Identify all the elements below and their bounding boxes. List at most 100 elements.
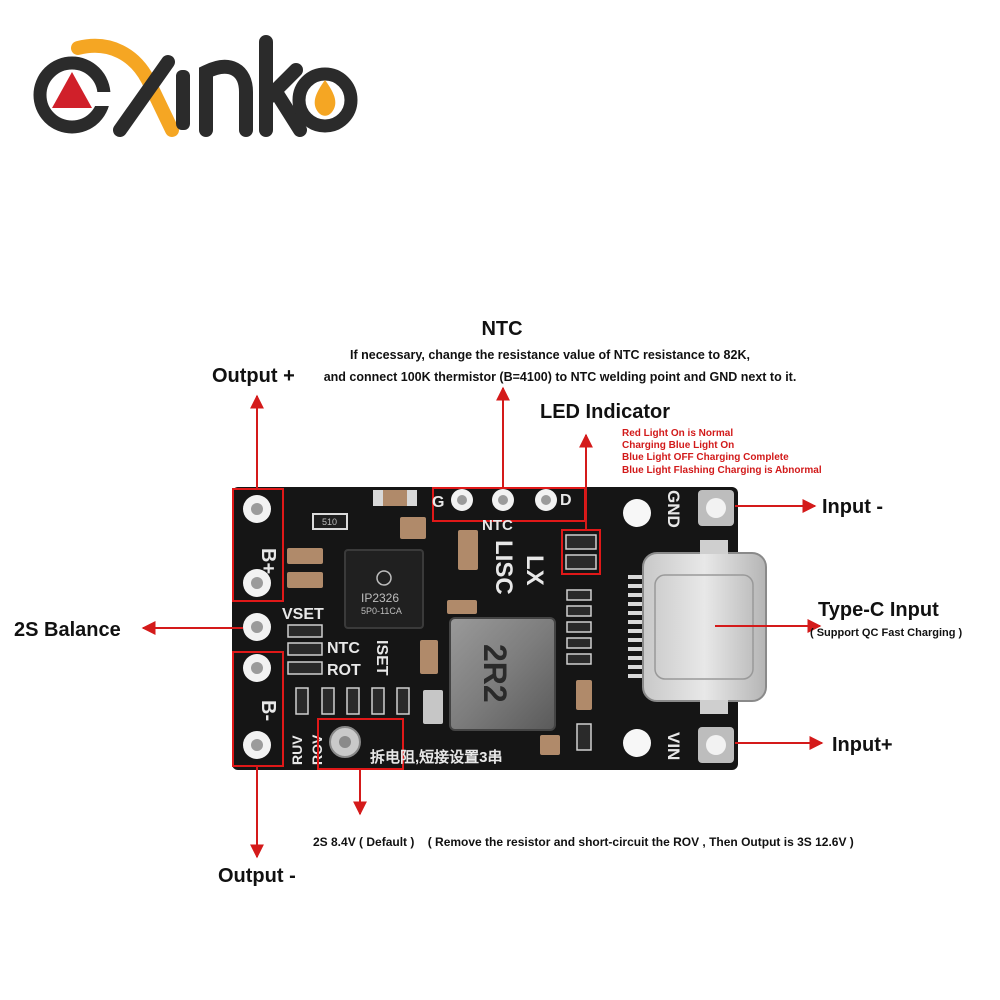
cap-bottom-1	[423, 690, 443, 724]
cap-top-1-end2	[407, 490, 417, 506]
brand-logo	[33, 35, 358, 137]
logo-k	[259, 35, 307, 137]
callout-arrows	[141, 386, 824, 859]
logo-n	[199, 59, 253, 137]
logo-x-stroke	[113, 55, 175, 137]
usb-c-pins	[628, 575, 642, 678]
rov-pad-center	[339, 736, 351, 748]
pad-balance-hole	[251, 621, 263, 633]
cap-top-2	[400, 517, 426, 539]
typec-subtitle: ( Support QC Fast Charging )	[810, 627, 962, 639]
smd-res	[396, 687, 410, 715]
silk-d: D	[560, 492, 572, 509]
cap-vertical-1	[458, 530, 478, 570]
smd-res	[566, 653, 592, 665]
ntc-note-line2: and connect 100K thermistor (B=4100) to …	[324, 370, 797, 384]
pad-gnd-hole	[623, 499, 651, 527]
pad-vin-center	[706, 735, 726, 755]
usb-pin	[628, 584, 642, 588]
cap-top-1	[373, 490, 417, 506]
silk-bplus: B+	[257, 548, 279, 574]
cap-left-1	[287, 548, 323, 564]
input-plus-label: Input+	[832, 734, 893, 756]
smd-res	[346, 687, 360, 715]
charger-board: B+ B- 510	[232, 487, 767, 770]
usb-tab-bottom	[700, 700, 728, 714]
smd-res	[566, 637, 592, 649]
smd-res	[295, 687, 309, 715]
ic-text-2: 5P0-11CA	[361, 606, 402, 616]
cap-vertical-2	[420, 640, 438, 674]
pad-bplus-top-hole	[251, 503, 263, 515]
silk-lx: LX	[521, 555, 548, 586]
silk-chinese-note: 拆电阻,短接设置3串	[370, 748, 503, 766]
cap-bottom-2	[540, 735, 560, 755]
silk-gnd: GND	[664, 490, 683, 528]
cap-mid-1	[447, 600, 477, 614]
resistor-510	[312, 513, 348, 530]
pad-bplus-bottom-hole	[251, 577, 263, 589]
pad-bminus-bottom-hole	[251, 739, 263, 751]
pad-vin-hole	[623, 729, 651, 757]
logo-o-ring	[292, 67, 358, 133]
usb-tab-top	[700, 540, 728, 554]
output-minus-label: Output -	[218, 865, 296, 887]
led-line-4: Blue Light Flashing Charging is Abnormal	[622, 465, 822, 476]
usb-pin	[628, 656, 642, 660]
silk-iset: ISET	[373, 640, 390, 676]
logo-triangle-icon	[52, 72, 92, 108]
led-line-3: Blue Light OFF Charging Complete	[622, 452, 789, 463]
led-line-1: Red Light On is Normal	[622, 428, 733, 439]
pad-ntc-hole	[498, 495, 508, 505]
silk-rot: ROT	[327, 662, 361, 679]
led-title: LED Indicator	[540, 401, 670, 423]
led-highlight	[561, 529, 601, 575]
input-minus-label: Input -	[822, 496, 883, 518]
top-pads	[451, 489, 557, 511]
smd-res	[566, 621, 592, 633]
usb-pin	[628, 674, 642, 678]
logo-drop-icon	[314, 80, 336, 116]
silk-g: G	[432, 494, 444, 511]
usb-pin	[628, 647, 642, 651]
silk-ntc: NTC	[327, 640, 360, 657]
inductor-body	[449, 617, 556, 731]
resistor-510-label: 510	[322, 517, 337, 527]
logo-i-stem	[176, 70, 190, 130]
usb-pin	[628, 575, 642, 579]
smd-res	[287, 661, 323, 675]
silk-vin: VIN	[664, 732, 683, 760]
smd-res	[321, 687, 335, 715]
usb-pin	[628, 602, 642, 606]
cap-right-1	[576, 680, 592, 710]
usb-pin	[628, 629, 642, 633]
usb-pin	[628, 665, 642, 669]
usb-pin	[628, 611, 642, 615]
ntc-note-line1: If necessary, change the resistance valu…	[350, 348, 750, 362]
ic-chip: IP2326 5P0-11CA	[344, 549, 424, 629]
ntc-title: NTC	[481, 318, 522, 340]
rov-bottom-note: 2S 8.4V ( Default ) ( Remove the resisto…	[313, 835, 854, 849]
logo-x-swoosh	[71, 38, 179, 137]
cap-left-2	[287, 572, 323, 588]
led-blue	[565, 554, 597, 570]
left-pads	[243, 495, 271, 759]
pad-gnd-center	[706, 498, 726, 518]
inductor: 2R2	[449, 617, 556, 731]
balance-label: 2S Balance	[14, 619, 121, 641]
led-line-2: Charging Blue Light On	[622, 440, 734, 451]
highlight-rov	[317, 718, 404, 770]
smd-res	[566, 605, 592, 617]
pad-bminus-top-hole	[251, 662, 263, 674]
silk-ruv: RUV	[289, 735, 305, 765]
smd-resistor-column	[287, 589, 592, 751]
smd-res	[287, 624, 323, 638]
smd-res	[371, 687, 385, 715]
silk-vset: VSET	[282, 606, 324, 623]
silk-lisc: LISC	[490, 540, 517, 595]
typec-title: Type-C Input	[818, 599, 939, 621]
usb-pin	[628, 638, 642, 642]
inductor-marking: 2R2	[477, 644, 513, 703]
smd-res	[287, 642, 323, 656]
